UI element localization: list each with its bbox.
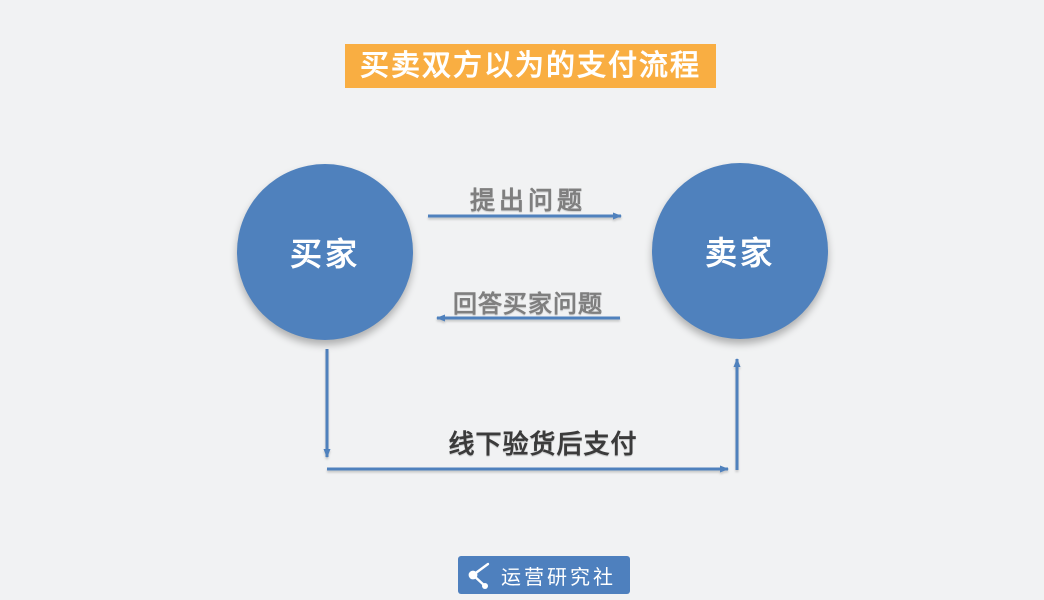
- share-icon: [468, 562, 490, 589]
- edge-label-answer: 回答买家问题: [453, 291, 603, 318]
- node-buyer: 买家: [237, 164, 413, 340]
- brand-badge: 运营研究社: [458, 556, 630, 594]
- edge-label-pay: 线下验货后支付: [448, 429, 638, 459]
- page-title: 买卖双方以为的支付流程: [345, 44, 717, 88]
- node-seller-label: 卖家: [704, 235, 775, 271]
- brand-name: 运营研究社: [501, 566, 616, 589]
- node-buyer-label: 买家: [289, 236, 360, 272]
- node-seller: 卖家: [652, 163, 828, 339]
- edge-label-ask: 提出问题: [469, 187, 586, 215]
